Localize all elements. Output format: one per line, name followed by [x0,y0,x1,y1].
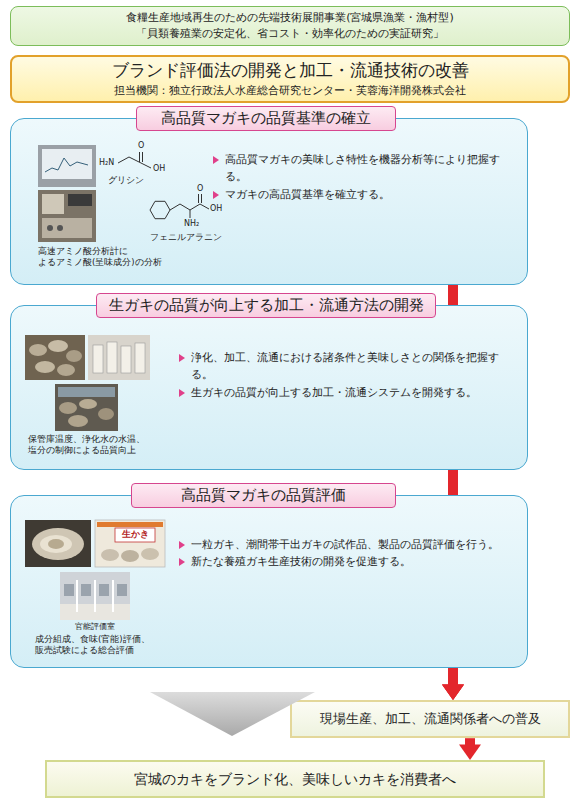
bullet-item: 一粒ガキ、潮間帯干出ガキの試作品、製品の品質評価を行う。 [179,536,519,553]
box-text: 担当機関：独立行政法人水産総合研究センター・芙蓉海洋開発株式会社 [18,83,562,98]
flow-arrow [442,668,464,700]
bullet-item: 浄化、加工、流通における諸条件と美味しさとの関係を把握する。 [179,349,519,384]
photo-caption: 高速アミノ酸分析計に よるアミノ酸(呈味成分)の分析 [38,246,172,268]
photo-caption: 成分組成、食味(官能)評価、 販売試験による総合評価 [35,634,175,656]
bullet-marker [213,156,219,164]
package-label: 生かき [115,529,155,541]
flow-line [448,668,458,686]
oyster-plate-photo [25,520,91,567]
bullet-text: マガキの高品質基準を確立する。 [225,186,390,203]
oyster-tank-photo [55,384,118,431]
summary-triangle [150,692,315,736]
bullet-marker [213,191,219,199]
molecule-name: グリシン [108,175,168,186]
bullet-marker [179,541,185,549]
glycine-structure [118,152,151,168]
bullet-marker [179,354,185,362]
atom-label: OH [153,164,169,174]
flow-arrow [459,738,481,760]
bullet-item: 高品質マガキの美味しさ特性を機器分析等により把握する。 [213,151,519,186]
bullet-item: 生ガキの品質が向上する加工・流通システムを開発する。 [179,384,519,401]
molecule-name: フェニルアラニン [150,232,230,243]
bullet-marker [179,389,185,397]
header-text: 高品質マガキの品質評価 [181,486,346,505]
atom-label: H₂N [99,158,119,168]
task-header: 高品質マガキの品質評価 [131,483,396,508]
dissemination-box: 現場生産、加工、流通関係者への普及 [290,700,570,738]
box-text: ブランド評価法の開発と加工・流通技術の改善 [18,59,562,83]
task-header: 高品質マガキの品質基準の確立 [136,106,396,131]
task-header: 生ガキの品質が向上する加工・流通方法の開発 [96,293,436,318]
atom-label: O [197,184,207,194]
analyzer-photo [38,145,96,242]
photo-caption: 官能評価室 [60,622,130,632]
phenylalanine-structure [150,194,209,219]
bullet-item: 新たな養殖ガキ生産技術の開発を促進する。 [179,553,519,570]
photo-caption: 保管庫温度、浄化水の水温、 塩分の制御による品質向上 [28,434,168,456]
project-banner: 食糧生産地域再生のための先端技術展開事業(宮城県漁業・漁村型)「貝類養殖業の安定… [10,6,570,46]
box-text: 「貝類養殖業の安定化、省コスト・効率化のための実証研究」 [17,26,563,42]
bullet-text: 高品質マガキの美味しさ特性を機器分析等により把握する。 [225,151,519,186]
atom-label: O [138,141,148,151]
bullet-text: 新たな養殖ガキ生産技術の開発を促進する。 [191,553,411,570]
atom-label: NH₂ [184,219,204,229]
bullet-text: 浄化、加工、流通における諸条件と美味しさとの関係を把握する。 [191,349,519,384]
sample-bottles-photo [88,335,150,380]
bullet-text: 一粒ガキ、潮間帯干出ガキの試作品、製品の品質評価を行う。 [191,536,499,553]
sensory-room-photo [60,572,130,620]
box-text: 宮城のカキをブランド化、美味しいカキを消費者へ [55,770,535,788]
arrow-head [442,685,464,700]
atom-label: OH [210,204,226,214]
header-text: 高品質マガキの品質基準の確立 [161,109,371,128]
goal-box: 宮城のカキをブランド化、美味しいカキを消費者へ [45,760,545,798]
box-text: 現場生産、加工、流通関係者への普及 [298,710,562,728]
bullet-text: 生ガキの品質が向上する加工・流通システムを開発する。 [191,384,477,401]
oyster-storage-photo [25,335,85,380]
oyster-package-photo [95,520,165,567]
header-text: 生ガキの品質が向上する加工・流通方法の開発 [109,296,424,315]
arrow-head [442,685,464,700]
box-text: 食糧生産地域再生のための先端技術展開事業(宮城県漁業・漁村型) [17,10,563,26]
bullet-marker [179,558,185,566]
bullet-item: マガキの高品質基準を確立する。 [213,186,519,203]
theme-box: ブランド評価法の開発と加工・流通技術の改善担当機関：独立行政法人水産総合研究セン… [10,55,570,103]
arrow-head [459,745,481,760]
arrow-head [442,685,464,700]
